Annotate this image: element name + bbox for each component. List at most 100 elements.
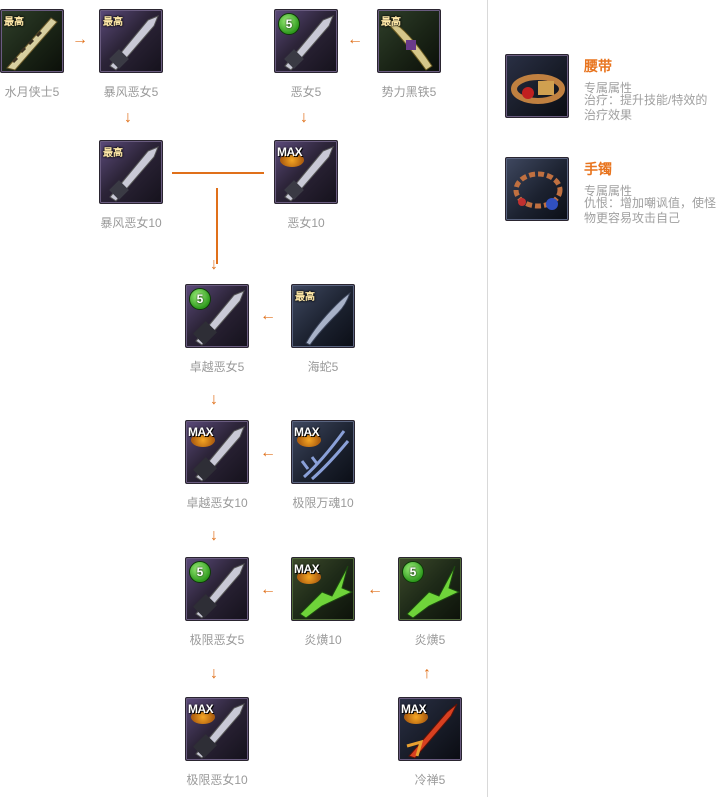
arrow-right-icon: → xyxy=(72,31,88,48)
belt-icon xyxy=(505,54,569,118)
max-badge: MAX xyxy=(188,702,216,724)
green-blade-icon: MAX xyxy=(291,557,355,621)
blade-icon xyxy=(192,703,245,759)
blade-icon: MAX xyxy=(274,140,338,204)
max-badge: MAX xyxy=(188,425,216,447)
arrow-left-icon: ← xyxy=(367,581,383,598)
blade-icon: 最高 xyxy=(377,9,441,73)
blade-icon: 5 xyxy=(274,9,338,73)
bracelet-icon xyxy=(505,157,569,221)
arrow-down-icon: ↓ xyxy=(210,391,218,408)
best-badge: 最高 xyxy=(4,17,24,28)
item-label: 极限恶女10 xyxy=(186,773,248,787)
item-label: 极限万魂10 xyxy=(292,496,354,510)
level-five-badge: 5 xyxy=(189,561,211,583)
arrow-left-icon: ← xyxy=(260,444,276,461)
arrow-down-icon: ↓ xyxy=(210,256,218,273)
blade-icon: 最高 xyxy=(291,284,355,348)
level-five-badge: 5 xyxy=(278,13,300,35)
accessory-name: 手镯 xyxy=(584,161,612,177)
item-zhuoyue5[interactable]: 5 卓越恶女5 xyxy=(177,284,257,375)
arrow-down-icon: ↓ xyxy=(210,527,218,544)
item-jixianwanhun10[interactable]: MAX 极限万魂10 xyxy=(283,420,363,511)
item-label: 水月侠士5 xyxy=(4,85,60,99)
item-label: 海蛇5 xyxy=(307,360,339,374)
arrow-down-icon: ↓ xyxy=(300,109,308,126)
item-label: 恶女5 xyxy=(290,85,322,99)
blade-icon xyxy=(109,15,159,71)
accessory-desc: 治疗：提升技能/特效的治疗效果 xyxy=(584,93,708,122)
arrow-left-icon: ← xyxy=(260,307,276,324)
connector-line xyxy=(216,188,218,264)
red-blade-icon: MAX xyxy=(398,697,462,761)
accessory-bracelet[interactable]: 手镯 专属属性 仇恨：增加嘲讽值，使怪物更容易攻击自己 xyxy=(505,157,719,227)
item-baofeng10[interactable]: 最高 暴风恶女10 xyxy=(91,140,171,231)
accessory-name: 腰带 xyxy=(584,58,612,74)
best-badge: 最高 xyxy=(103,17,123,28)
claw-icon xyxy=(300,430,350,481)
arrow-down-icon: ↓ xyxy=(124,109,132,126)
max-badge: MAX xyxy=(294,425,322,447)
item-enu10[interactable]: MAX 恶女10 xyxy=(266,140,346,231)
blade-icon: 最高 xyxy=(99,140,163,204)
item-label: 势力黑铁5 xyxy=(381,85,437,99)
green-blade-icon: 5 xyxy=(398,557,462,621)
blade-icon: 5 xyxy=(185,557,249,621)
blade-icon xyxy=(284,146,334,202)
curved-blade-icon xyxy=(305,291,351,346)
accessory-subtitle: 专属属性 xyxy=(584,81,633,95)
item-label: 暴风恶女5 xyxy=(103,85,159,99)
item-enu5[interactable]: 5 恶女5 xyxy=(266,9,346,100)
item-label: 极限恶女5 xyxy=(189,633,245,647)
item-lengchan5[interactable]: MAX 冷禅5 xyxy=(390,697,470,788)
blade-icon: 最高 xyxy=(99,9,163,73)
item-zhuoyue10[interactable]: MAX 卓越恶女10 xyxy=(177,420,257,511)
item-baofeng5[interactable]: 最高 暴风恶女5 xyxy=(91,9,171,100)
connector-line xyxy=(172,172,264,174)
bracelet-icon xyxy=(513,171,563,210)
item-shuiyue5[interactable]: 最高 水月侠士5 xyxy=(0,9,72,100)
belt-icon xyxy=(511,74,565,104)
item-shili5[interactable]: 最高 势力黑铁5 xyxy=(369,9,449,100)
arrow-left-icon: ← xyxy=(347,31,363,48)
item-label: 卓越恶女5 xyxy=(189,360,245,374)
arrow-left-icon: ← xyxy=(260,581,276,598)
claw-icon: MAX xyxy=(291,420,355,484)
item-label: 恶女10 xyxy=(287,216,325,230)
item-haishe5[interactable]: 最高 海蛇5 xyxy=(283,284,363,375)
best-badge: 最高 xyxy=(103,148,123,159)
item-yanyao5[interactable]: 5 炎熿5 xyxy=(390,557,470,648)
accessory-subtitle: 专属属性 xyxy=(584,184,633,198)
arrow-up-icon: ↑ xyxy=(423,665,431,682)
blade-icon: 5 xyxy=(185,284,249,348)
blade-icon xyxy=(192,290,245,346)
max-badge: MAX xyxy=(294,562,322,584)
item-jixian10[interactable]: MAX 极限恶女10 xyxy=(177,697,257,788)
blade-icon: MAX xyxy=(185,420,249,484)
best-badge: 最高 xyxy=(295,292,315,303)
max-badge: MAX xyxy=(401,702,429,724)
blade-icon xyxy=(192,426,245,482)
blade-icon xyxy=(109,146,159,202)
blade-icon xyxy=(192,563,245,619)
item-jixian5[interactable]: 5 极限恶女5 xyxy=(177,557,257,648)
best-badge: 最高 xyxy=(381,17,401,28)
divider xyxy=(487,0,488,797)
level-five-badge: 5 xyxy=(189,288,211,310)
sword-icon: 最高 xyxy=(0,9,64,73)
accessory-desc: 仇恨：增加嘲讽值，使怪物更容易攻击自己 xyxy=(584,196,717,225)
item-label: 卓越恶女10 xyxy=(186,496,248,510)
arrow-down-icon: ↓ xyxy=(210,665,218,682)
green-blade-icon xyxy=(406,565,461,619)
accessory-belt[interactable]: 腰带 专属属性 治疗：提升技能/特效的治疗效果 xyxy=(505,54,719,124)
item-label: 炎熿5 xyxy=(414,633,446,647)
red-blade-icon xyxy=(406,703,458,759)
green-blade-icon xyxy=(299,565,354,619)
curved-blade-icon xyxy=(387,19,433,71)
max-badge: MAX xyxy=(277,145,305,167)
item-label: 冷禅5 xyxy=(414,773,446,787)
item-yanyao10[interactable]: MAX 炎熿10 xyxy=(283,557,363,648)
item-label: 暴风恶女10 xyxy=(100,216,162,230)
blade-icon: MAX xyxy=(185,697,249,761)
level-five-badge: 5 xyxy=(402,561,424,583)
